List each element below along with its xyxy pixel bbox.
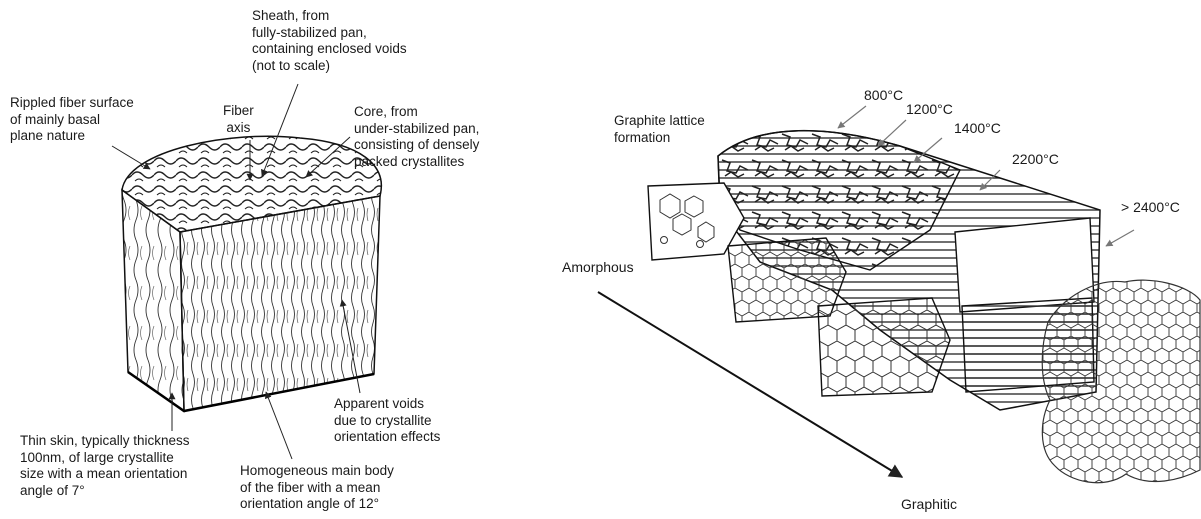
label-thin-skin: Thin skin, typically thickness 100nm, of…: [20, 433, 190, 499]
temp-1400: 1400°C: [954, 120, 1001, 136]
label-main-body: Homogeneous main body of the fiber with …: [240, 463, 394, 513]
label-sheath: Sheath, from fully-stabilized pan, conta…: [252, 8, 407, 74]
temp-800: 800°C: [864, 87, 903, 103]
label-graphite-lattice: Graphite lattice formation: [614, 113, 705, 146]
label-rippled-surface: Rippled fiber surface of mainly basal pl…: [10, 95, 134, 145]
label-graphitic: Graphitic: [901, 496, 957, 513]
temp-1200: 1200°C: [906, 101, 953, 117]
inset-hex-large: [818, 298, 950, 396]
temp-2400: > 2400°C: [1121, 199, 1180, 215]
label-apparent-voids: Apparent voids due to crystallite orient…: [334, 396, 440, 446]
label-fiber-axis: Fiber axis: [223, 103, 254, 136]
temp-2200: 2200°C: [1012, 151, 1059, 167]
label-amorphous: Amorphous: [562, 259, 634, 276]
label-core: Core, from under-stabilized pan, consist…: [354, 104, 479, 170]
fiber-block: [122, 136, 381, 411]
